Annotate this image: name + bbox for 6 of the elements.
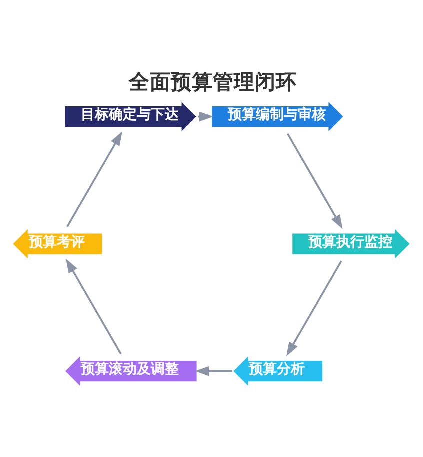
arrow [66, 131, 122, 227]
arrow [66, 258, 122, 354]
arrow [287, 132, 343, 229]
arrow [195, 366, 232, 376]
arrow [286, 260, 342, 356]
diagram-title: 全面预算管理闭环 [129, 70, 298, 94]
